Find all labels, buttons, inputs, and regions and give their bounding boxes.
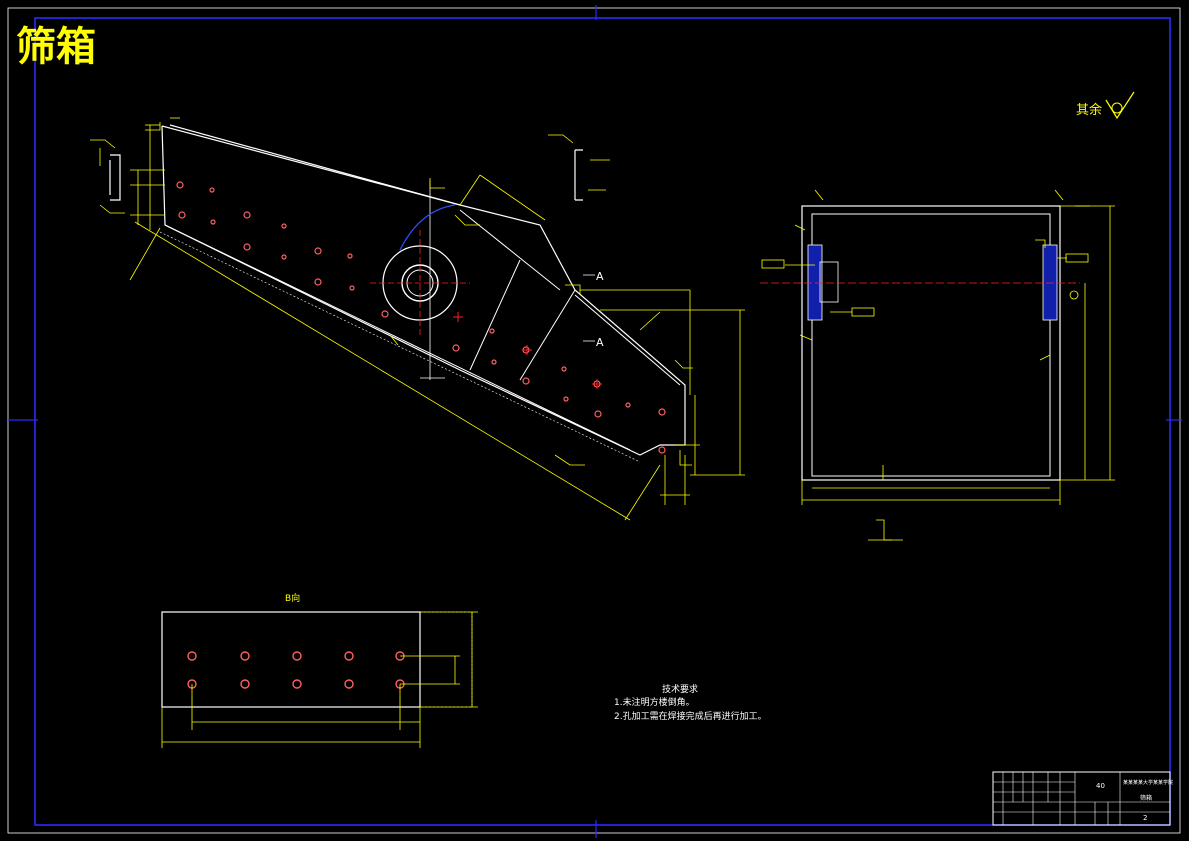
roughness-note-label: 其余 — [1076, 102, 1102, 118]
tech-requirement-item: 2.孔加工需在焊接完成后再进行加工。 — [614, 710, 767, 722]
b-view-plate: B向 — [161, 592, 478, 748]
drawing-title: 筛箱 — [16, 24, 96, 70]
roughness-symbol-icon — [1105, 91, 1135, 120]
tech-requirement-item: 1.未注明方楼倒角。 — [614, 696, 695, 708]
title-block-school: 某某某某大学某某学院 — [1123, 779, 1173, 786]
title-block-scale: 40 — [1096, 782, 1105, 790]
main-view-screen-box: A A — [90, 117, 745, 521]
title-block-drawing-name: 筛箱 — [1140, 794, 1152, 802]
sheet-frame — [7, 5, 1182, 838]
tech-requirements-heading: 技术要求 — [662, 683, 698, 695]
title-block: 40 某某某某大学某某学院 筛箱 2 — [992, 771, 1173, 826]
detail-label: B向 — [285, 592, 300, 604]
technical-requirements: 技术要求 1.未注明方楼倒角。 2.孔加工需在焊接完成后再进行加工。 — [614, 683, 767, 722]
section-label-a-bottom: A — [596, 336, 604, 349]
section-label-a-top: A — [596, 270, 604, 283]
title-block-sheet-no: 2 — [1143, 814, 1147, 822]
surface-roughness-note: 其余 — [1076, 91, 1135, 120]
side-view-section — [760, 189, 1115, 541]
